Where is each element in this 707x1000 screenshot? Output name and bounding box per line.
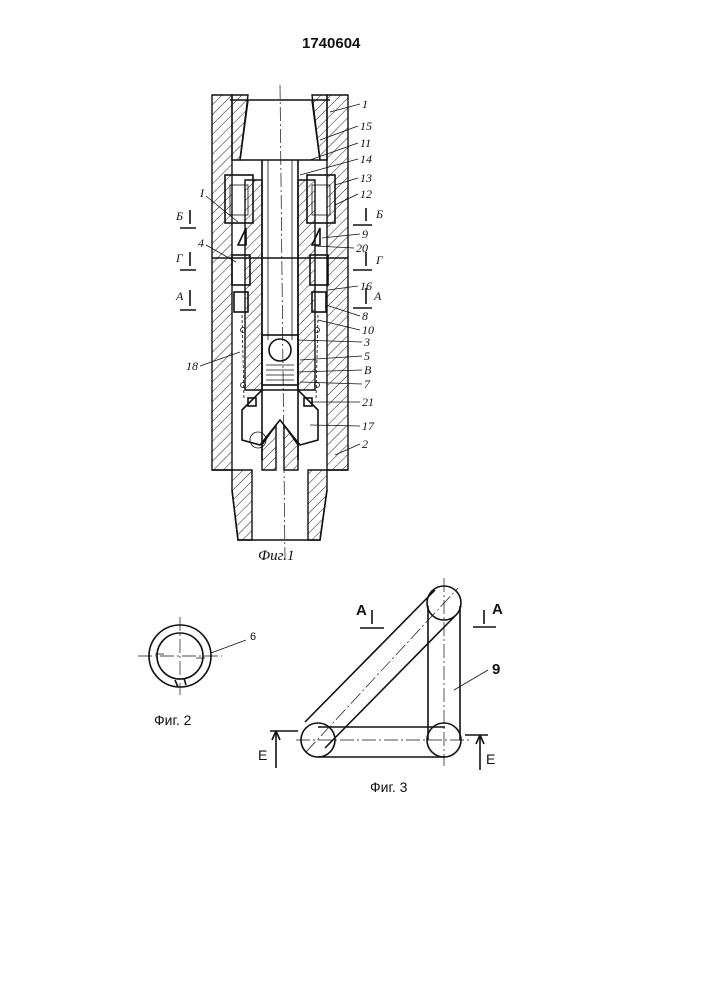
label-I: I [199, 186, 205, 200]
fig3-caption: Фиг. 3 [370, 779, 408, 795]
fig3-section-a-left: А [356, 602, 367, 619]
section-g-right: Г [375, 253, 384, 267]
fig3-part-label: 9 [492, 661, 500, 678]
label-5: 5 [364, 349, 370, 363]
label-16: 16 [360, 279, 372, 293]
fig3-section-a-right: А [492, 601, 503, 618]
fig3-section-e-left: Е [258, 747, 267, 763]
section-g-left: Г [175, 251, 184, 265]
label-9: 9 [362, 227, 368, 241]
fig2-part-label: 6 [250, 631, 256, 643]
label-4: 4 [198, 236, 204, 250]
fig1-caption: Фиг.1 [258, 548, 294, 564]
label-15: 15 [360, 119, 372, 133]
fig2-drawing: 6 [138, 617, 256, 695]
label-21: 21 [362, 395, 374, 409]
patent-number: 1740604 [302, 35, 361, 52]
fig3-section-e-right: Е [486, 751, 495, 767]
section-b-left: Б [175, 209, 183, 223]
bottom-pin-left [232, 470, 252, 540]
body-left-wall [212, 95, 232, 470]
body-right-wall [327, 95, 348, 470]
label-20: 20 [356, 241, 368, 255]
fig2-caption: Фиг. 2 [154, 712, 192, 728]
label-1: 1 [362, 97, 368, 111]
label-12: 12 [360, 187, 372, 201]
label-8: 8 [362, 309, 368, 323]
label-11: 11 [360, 136, 371, 150]
top-cone-left [232, 95, 248, 160]
label-17: 17 [362, 419, 375, 433]
section-b-right: Б [375, 207, 383, 221]
label-3: 3 [363, 335, 370, 349]
label-13: 13 [360, 171, 372, 185]
section-a-left: А [175, 289, 184, 303]
label-2: 2 [362, 437, 368, 451]
label-7: 7 [364, 377, 371, 391]
label-V: В [364, 363, 372, 377]
fig3-drawing: А А 9 Е Е [258, 578, 503, 770]
section-a-right: А [373, 289, 382, 303]
label-14: 14 [360, 152, 372, 166]
label-18: 18 [186, 359, 198, 373]
ball [269, 339, 291, 361]
